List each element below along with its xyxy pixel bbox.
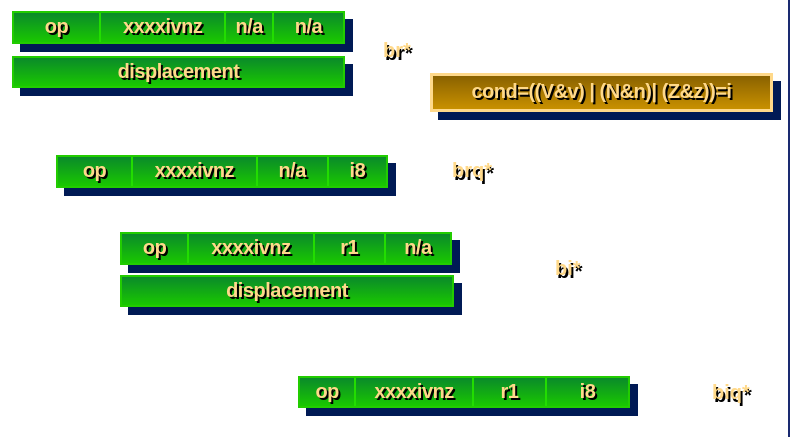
field-flags: xxxxivnz	[101, 13, 227, 42]
displacement-word-br: displacement	[12, 56, 345, 88]
displacement-word-bi: displacement	[120, 275, 454, 307]
field-imm: n/a	[404, 237, 432, 259]
label-biq: biq*	[712, 382, 750, 404]
right-edge-line	[788, 0, 790, 437]
field-op: op	[300, 378, 357, 406]
condition-box: cond=((V&v) | (N&n)| (Z&z))=i	[430, 73, 773, 112]
label-brq: brq*	[452, 160, 492, 182]
field-displacement: displacement	[117, 60, 240, 83]
instruction-format-brq: op xxxxivnz n/a i8	[56, 155, 388, 188]
field-flags: xxxxivnz	[133, 157, 258, 186]
field-op: op	[58, 157, 134, 186]
field-reg: r1	[474, 378, 547, 406]
field-op: op	[122, 234, 190, 263]
instruction-format-bi: op xxxxivnz r1 n/a	[120, 232, 452, 265]
field-op: op	[14, 13, 101, 42]
condition-text: cond=((V&v) | (N&n)| (Z&z))=i	[471, 81, 732, 103]
field-reg: n/a	[258, 157, 329, 186]
field-flags: xxxxivnz	[356, 378, 474, 406]
field-imm: i8	[349, 160, 366, 182]
label-br: br*	[383, 40, 411, 62]
instruction-format-br: op xxxxivnz n/a n/a	[12, 11, 345, 44]
label-bi: bi*	[555, 258, 581, 280]
field-displacement: displacement	[226, 279, 348, 302]
field-flags: xxxxivnz	[189, 234, 315, 263]
field-reg: r1	[315, 234, 386, 263]
field-imm: n/a	[294, 16, 323, 38]
field-imm: i8	[579, 380, 596, 403]
instruction-format-biq: op xxxxivnz r1 i8	[298, 376, 630, 408]
field-reg: n/a	[226, 13, 274, 42]
